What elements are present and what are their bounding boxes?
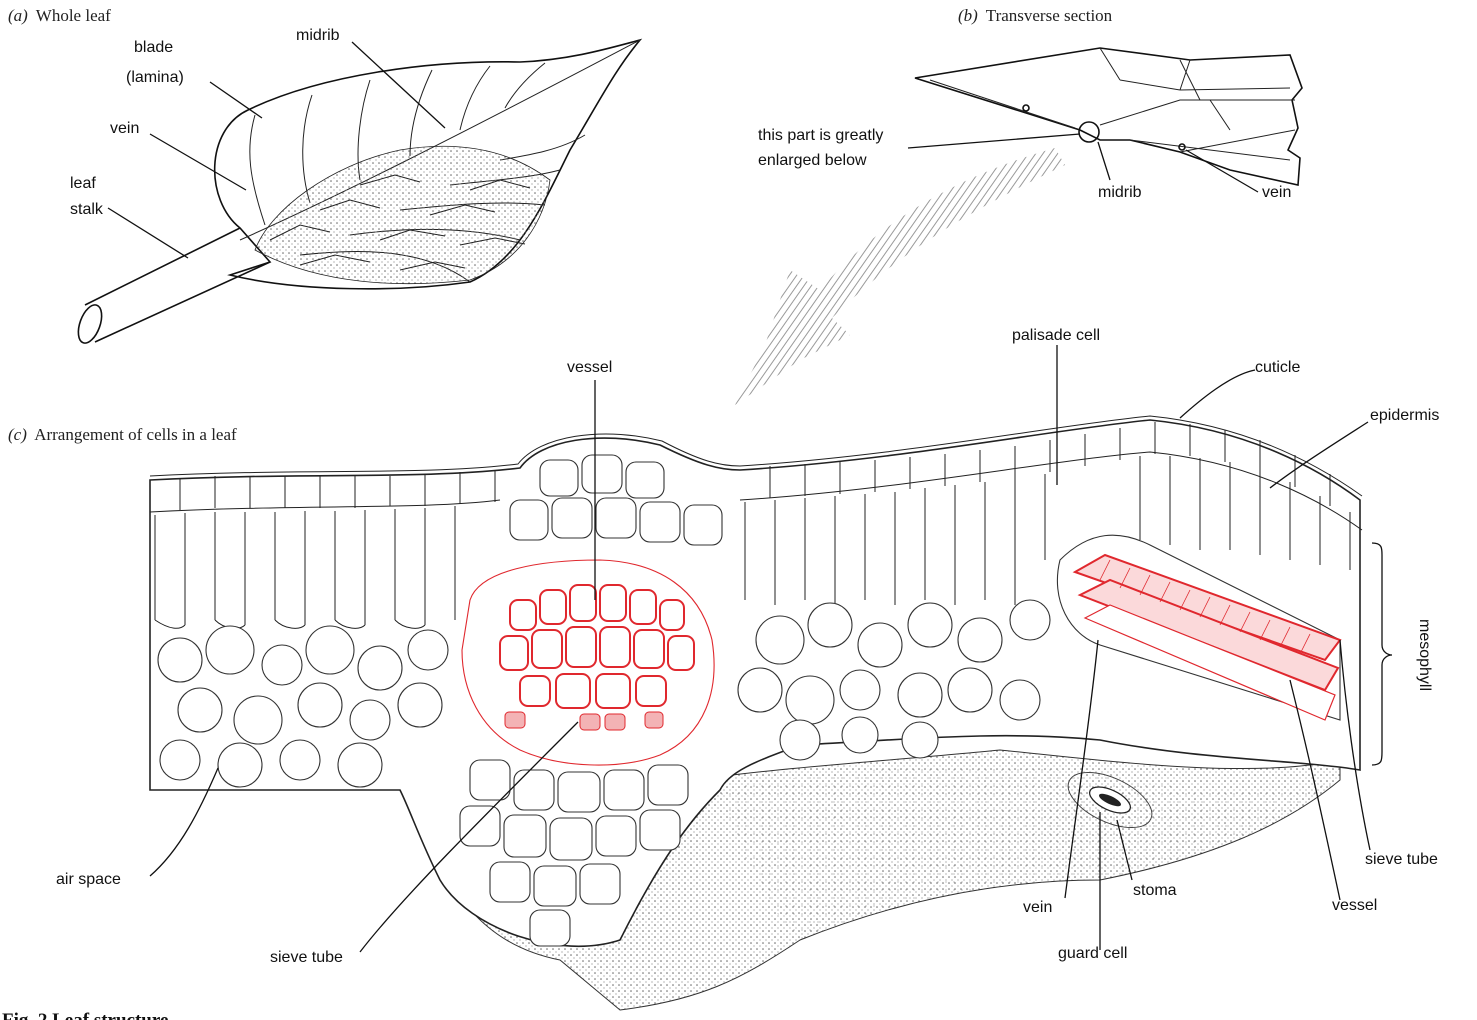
label-note-line2: enlarged below	[758, 152, 867, 169]
label-blade-a: blade	[134, 39, 173, 56]
panel-c-title: (c) Arrangement of cells in a leaf	[8, 425, 237, 444]
section-vein-dot-1	[1023, 105, 1029, 111]
label-vein-c: vein	[1023, 899, 1052, 916]
label-lamina-a: (lamina)	[126, 69, 184, 86]
panel-b-letter: (b)	[958, 6, 978, 25]
mesophyll-bracket	[1372, 543, 1392, 765]
label-palisade-cell: palisade cell	[1012, 327, 1100, 344]
label-vein-b: vein	[1262, 184, 1291, 201]
panel-c-letter: (c)	[8, 425, 27, 444]
label-midrib-b: midrib	[1098, 184, 1142, 201]
label-vein-a: vein	[110, 120, 139, 137]
midrib-vascular-bundle	[462, 560, 714, 765]
figure-caption: Fig. 2 Leaf structure	[2, 1010, 168, 1020]
panel-b-title-text: Transverse section	[986, 6, 1113, 25]
panel-c-cell-arrangement: (c) Arrangement of cells in a leaf	[8, 327, 1439, 1010]
panel-a-title: (a) Whole leaf	[8, 6, 111, 25]
leaf-net-venation	[255, 146, 550, 283]
panel-b-transverse-section: (b) Transverse section this part is grea…	[735, 6, 1302, 405]
panel-c-title-text: Arrangement of cells in a leaf	[34, 425, 237, 444]
leaf-stalk-drawing	[85, 228, 270, 342]
label-guard-cell: guard cell	[1058, 945, 1127, 962]
section-midrib-circle	[1079, 122, 1099, 142]
label-cuticle: cuticle	[1255, 359, 1300, 376]
label-sieve-tube-left: sieve tube	[270, 949, 343, 966]
label-leaf-a: leaf	[70, 175, 96, 192]
section-outline	[915, 48, 1302, 185]
label-stoma: stoma	[1133, 882, 1177, 899]
panel-a-letter: (a)	[8, 6, 28, 25]
label-epidermis: epidermis	[1370, 407, 1439, 424]
panel-b-title: (b) Transverse section	[958, 6, 1113, 25]
enlarge-arrow	[735, 148, 1065, 405]
leaders-panel-b	[908, 134, 1258, 192]
label-stalk-a: stalk	[70, 201, 104, 218]
label-midrib-a: midrib	[296, 27, 340, 44]
label-note-line1: this part is greatly	[758, 127, 883, 144]
label-air-space: air space	[56, 871, 121, 888]
panel-a-whole-leaf: (a) Whole leaf midrib blade (lamina) vei…	[8, 6, 640, 346]
label-mesophyll: mesophyll	[1416, 619, 1433, 691]
label-vessel-top: vessel	[567, 359, 612, 376]
panel-a-title-text: Whole leaf	[36, 6, 111, 25]
label-sieve-tube-right: sieve tube	[1365, 851, 1438, 868]
section-inner-lines	[930, 48, 1295, 160]
label-vessel-right: vessel	[1332, 897, 1377, 914]
